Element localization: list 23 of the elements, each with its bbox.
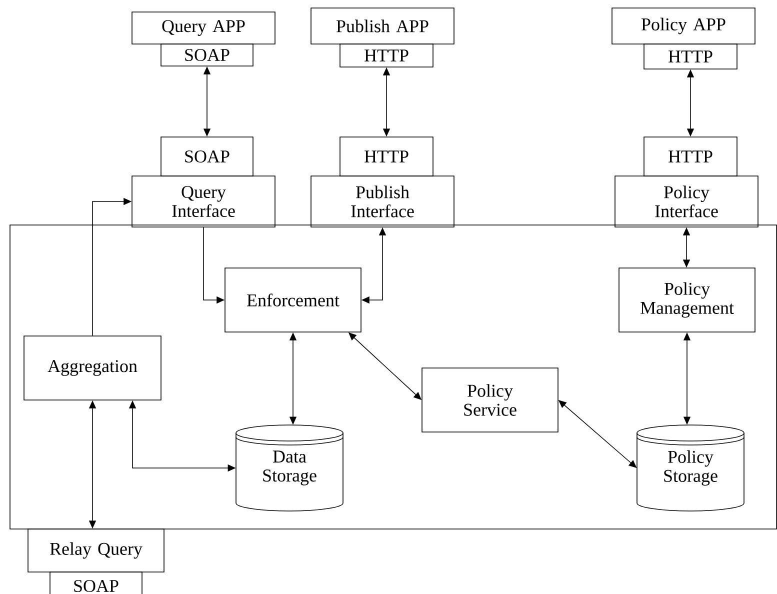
- process-box: Relay Query: [28, 528, 164, 572]
- storage-cylinder: Policy Storage: [636, 424, 744, 512]
- process-box: Policy Interface: [614, 176, 758, 228]
- process-box: Query Interface: [132, 176, 276, 228]
- process-box: SOAP: [50, 572, 142, 594]
- container-box: [10, 224, 777, 530]
- process-box: Policy APP: [612, 8, 756, 44]
- process-box: Publish APP: [310, 8, 454, 44]
- process-box: SOAP: [160, 44, 254, 66]
- process-box: HTTP: [644, 44, 738, 70]
- process-box: SOAP: [160, 136, 254, 176]
- node-label: Policy Storage: [664, 450, 718, 486]
- process-box: HTTP: [340, 44, 434, 68]
- process-box: HTTP: [644, 136, 738, 176]
- process-box: Publish Interface: [310, 176, 454, 228]
- process-box: HTTP: [340, 136, 434, 176]
- storage-cylinder: Data Storage: [236, 424, 344, 512]
- process-box: Policy Management: [618, 268, 756, 332]
- node-label: Data Storage: [263, 450, 316, 486]
- process-box: Aggregation: [24, 336, 162, 400]
- process-box: Query APP: [132, 12, 276, 44]
- process-box: Policy Service: [422, 368, 558, 432]
- process-box: Enforcement: [224, 268, 362, 332]
